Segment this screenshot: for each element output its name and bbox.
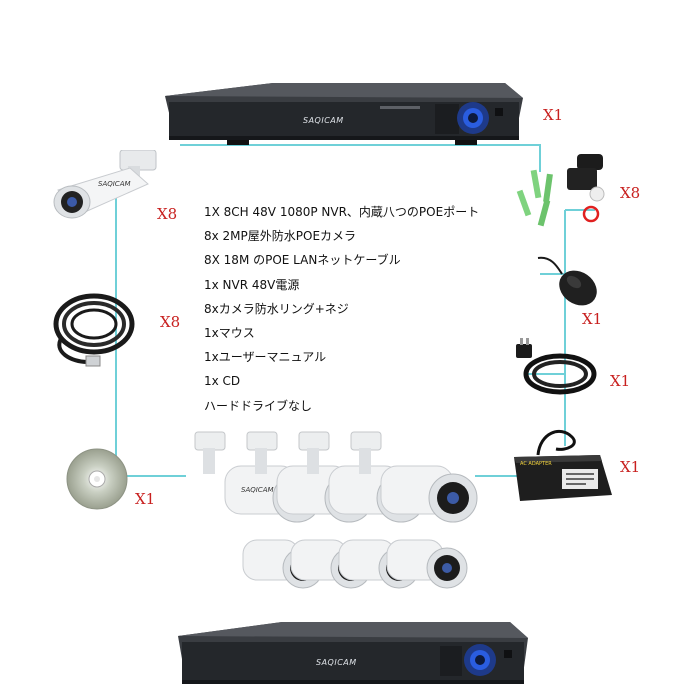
adapter-quantity: X1 [620, 458, 641, 476]
nvr-quantity: X1 [543, 106, 564, 124]
lan-cable-coil [42, 282, 142, 372]
package-item: 8X 18M のPOE LANネットケーブル [204, 253, 401, 268]
bullet-camera-single: SAQICAM [50, 150, 165, 235]
package-item: 1xユーザーマニュアル [204, 350, 327, 365]
ac-adapter: AC ADAPTER [508, 425, 620, 510]
package-item: 8xカメラ防水リング+ネジ [204, 301, 349, 316]
camera-brand-label: SAQICAM [98, 180, 131, 188]
mouse-quantity: X1 [582, 310, 603, 328]
cd-quantity: X1 [135, 490, 156, 508]
package-item: 8x 2MP屋外防水POEカメラ [204, 229, 357, 244]
cd-disc [66, 448, 128, 510]
package-item: 1x NVR 48V電源 [204, 277, 300, 292]
package-item: 1x CD [204, 374, 241, 389]
nvr-recorder-top: SAQICAM [155, 78, 535, 148]
package-item: 1xマウス [204, 325, 255, 340]
nvr-brand-label: SAQICAM [303, 116, 344, 125]
screws-quantity: X8 [620, 184, 641, 202]
package-item: 1X 8CH 48V 1080P NVR、内蔵八つのPOEポート [204, 205, 480, 219]
nvr-recorder-bottom: SAQICAM [170, 618, 540, 700]
package-item: ハードドライブなし [204, 398, 313, 413]
screws-and-rings-kit [515, 150, 620, 235]
camera-group-brand-label: SAQICAM [241, 486, 274, 494]
package-contents-list: 1X 8CH 48V 1080P NVR、内蔵八つのPOEポート 8x 2MP屋… [204, 204, 504, 422]
camera-group: SAQICAM [185, 428, 480, 608]
power-cord-quantity: X1 [610, 372, 631, 390]
nvr-bottom-brand-label: SAQICAM [316, 658, 357, 667]
camera-quantity: X8 [157, 205, 178, 223]
adapter-label: AC ADAPTER [520, 461, 552, 467]
lan-cable-quantity: X8 [160, 313, 181, 331]
mouse [532, 252, 602, 312]
power-cord [508, 338, 603, 400]
